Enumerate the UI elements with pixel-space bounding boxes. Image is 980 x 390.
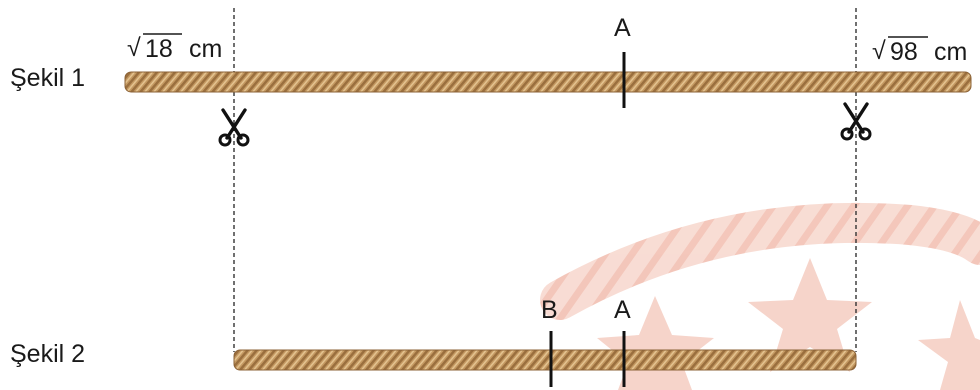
scissors-icon [218,108,250,147]
figure-1-label: Şekil 1 [10,64,85,92]
left-unit: cm [189,35,222,63]
watermark [540,202,980,390]
point-a-label-figure-1: A [614,14,631,42]
rope-figure-2 [233,349,857,371]
left-radicand: 18 [145,35,173,63]
scissors-icon [840,102,872,141]
right-radicand: 98 [890,38,918,66]
sqrt-symbol: √ [872,37,886,65]
figure-2-label: Şekil 2 [10,340,85,368]
watermark-rope-arc [540,202,980,320]
watermark-star [748,258,872,372]
point-a-label-figure-2: A [614,296,631,324]
watermark-star [918,300,980,390]
sqrt-symbol: √ [127,34,141,62]
left-length-label: √ 18 cm [127,33,222,63]
right-unit: cm [934,38,967,66]
right-length-label: √ 98 cm [872,36,967,66]
rope-figure-1 [124,71,972,93]
watermark-star [597,296,714,390]
point-b-label: B [541,296,558,324]
